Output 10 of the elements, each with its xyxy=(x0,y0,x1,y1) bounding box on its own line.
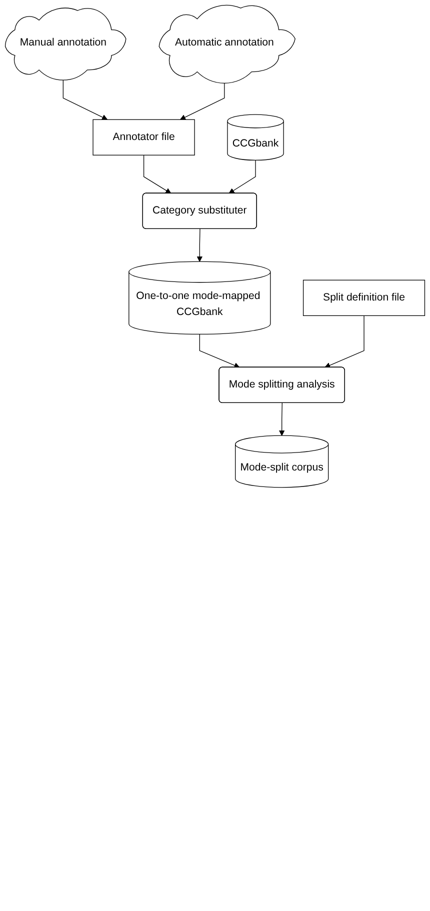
arrow xyxy=(278,402,285,436)
arrow xyxy=(180,81,225,120)
arrow xyxy=(62,78,108,120)
arrow xyxy=(199,334,240,368)
arrow xyxy=(228,160,256,194)
node-box: Split definition file xyxy=(302,280,426,316)
node-box: Annotator file xyxy=(92,119,195,156)
arrow xyxy=(196,228,203,262)
arrow xyxy=(143,154,172,194)
arrow xyxy=(324,315,364,368)
